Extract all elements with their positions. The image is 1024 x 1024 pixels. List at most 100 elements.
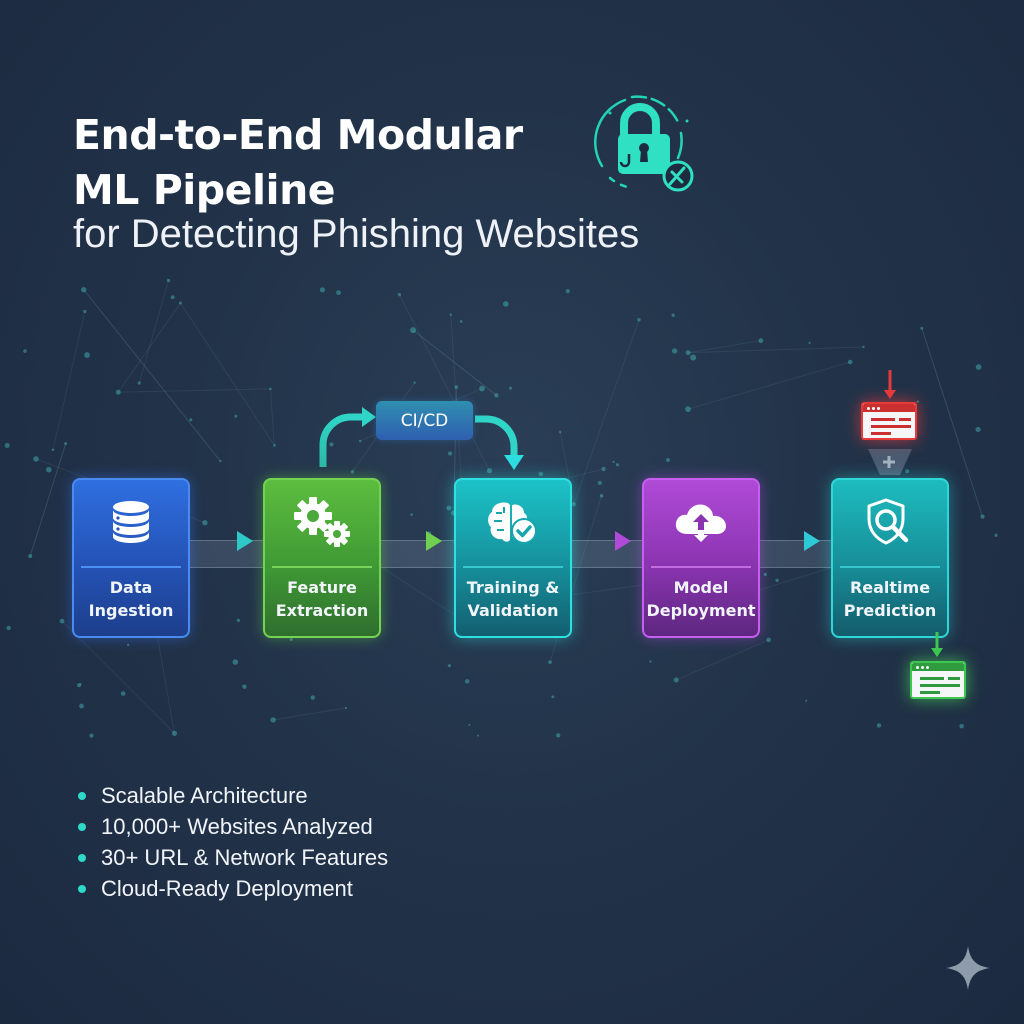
network-link bbox=[921, 328, 984, 517]
network-node bbox=[446, 505, 452, 511]
ci-cd-arrow-out bbox=[319, 413, 364, 467]
network-link bbox=[83, 289, 221, 462]
network-link bbox=[688, 340, 761, 354]
network-node bbox=[319, 287, 325, 293]
network-node bbox=[4, 443, 10, 449]
network-node bbox=[120, 691, 126, 696]
network-node bbox=[805, 699, 808, 702]
network-node bbox=[637, 318, 641, 322]
network-node bbox=[270, 717, 276, 723]
network-link bbox=[29, 443, 67, 557]
network-node bbox=[905, 469, 910, 474]
network-node bbox=[494, 393, 499, 398]
network-node bbox=[685, 406, 691, 413]
stage-training-validation: Training &Validation bbox=[454, 478, 572, 638]
ci-cd-arrow-out-head bbox=[362, 407, 376, 427]
network-link bbox=[138, 280, 170, 384]
network-node bbox=[555, 733, 561, 738]
network-node bbox=[847, 359, 853, 365]
network-node bbox=[310, 695, 315, 700]
feature-list: Scalable Architecture 10,000+ Websites A… bbox=[78, 780, 388, 904]
network-node bbox=[79, 703, 84, 709]
network-node bbox=[242, 684, 247, 689]
network-link bbox=[273, 707, 346, 721]
network-node bbox=[83, 309, 87, 314]
network-node bbox=[45, 466, 52, 473]
network-node bbox=[84, 352, 90, 358]
network-node bbox=[77, 683, 82, 688]
stage-divider bbox=[272, 566, 372, 568]
network-node bbox=[6, 625, 11, 631]
flow-arrow-4 bbox=[804, 531, 820, 551]
network-node bbox=[548, 660, 552, 665]
network-node bbox=[959, 723, 964, 729]
flow-arrow-2 bbox=[426, 531, 442, 551]
network-link bbox=[921, 328, 984, 517]
page-subtitle: for Detecting Phishing Websites bbox=[73, 212, 640, 256]
feature-item: Cloud-Ready Deployment bbox=[78, 873, 388, 904]
network-link bbox=[83, 289, 221, 462]
network-node bbox=[126, 643, 130, 647]
lock-with-phishing-hook-icon bbox=[594, 95, 694, 192]
network-node bbox=[690, 354, 697, 361]
network-node bbox=[509, 386, 513, 390]
network-node bbox=[612, 460, 615, 463]
network-node bbox=[468, 723, 471, 726]
feature-item: 30+ URL & Network Features bbox=[78, 842, 388, 873]
network-node bbox=[166, 278, 171, 283]
network-node bbox=[920, 326, 924, 330]
title-line-1: End-to-End Modular bbox=[73, 111, 523, 159]
network-node bbox=[51, 448, 55, 452]
network-node bbox=[538, 471, 544, 477]
network-node bbox=[477, 734, 480, 737]
ci-cd-badge: CI/CD bbox=[376, 401, 473, 440]
gears-icon bbox=[294, 497, 350, 547]
network-node bbox=[975, 364, 982, 370]
network-node bbox=[671, 313, 675, 317]
network-node bbox=[685, 350, 691, 356]
network-node bbox=[975, 426, 981, 433]
network-node bbox=[329, 442, 334, 447]
network-node bbox=[994, 533, 998, 537]
network-node bbox=[775, 578, 779, 582]
network-node bbox=[89, 733, 94, 738]
ci-cd-arrow-in-head bbox=[504, 455, 524, 470]
phishing-webpage-icon bbox=[861, 402, 917, 440]
connector-4 bbox=[760, 540, 831, 568]
network-node bbox=[479, 385, 485, 392]
network-node bbox=[766, 637, 771, 643]
title-line-2: ML Pipeline bbox=[73, 166, 336, 214]
stage-divider bbox=[840, 566, 940, 568]
network-node bbox=[447, 451, 453, 456]
network-node bbox=[189, 418, 193, 422]
network-node bbox=[673, 677, 679, 683]
network-node bbox=[551, 695, 555, 699]
network-node bbox=[33, 456, 39, 462]
bullet-dot-icon bbox=[78, 884, 86, 893]
network-node bbox=[23, 349, 27, 353]
network-node bbox=[447, 664, 451, 668]
network-node bbox=[601, 466, 606, 472]
stage-divider bbox=[651, 566, 751, 568]
network-link bbox=[117, 302, 181, 393]
network-node bbox=[202, 520, 208, 526]
network-node bbox=[413, 381, 416, 384]
network-node bbox=[758, 338, 764, 344]
network-node bbox=[465, 679, 470, 684]
network-node bbox=[64, 442, 68, 446]
network-node bbox=[273, 444, 276, 447]
network-node bbox=[358, 439, 362, 443]
network-node bbox=[666, 458, 670, 462]
network-node bbox=[410, 327, 417, 334]
brain-check-icon bbox=[488, 502, 537, 544]
network-node bbox=[115, 389, 121, 395]
network-node bbox=[862, 345, 865, 349]
database-icon bbox=[113, 501, 149, 543]
network-node bbox=[571, 502, 576, 507]
network-link bbox=[29, 443, 67, 557]
network-node bbox=[649, 660, 652, 663]
